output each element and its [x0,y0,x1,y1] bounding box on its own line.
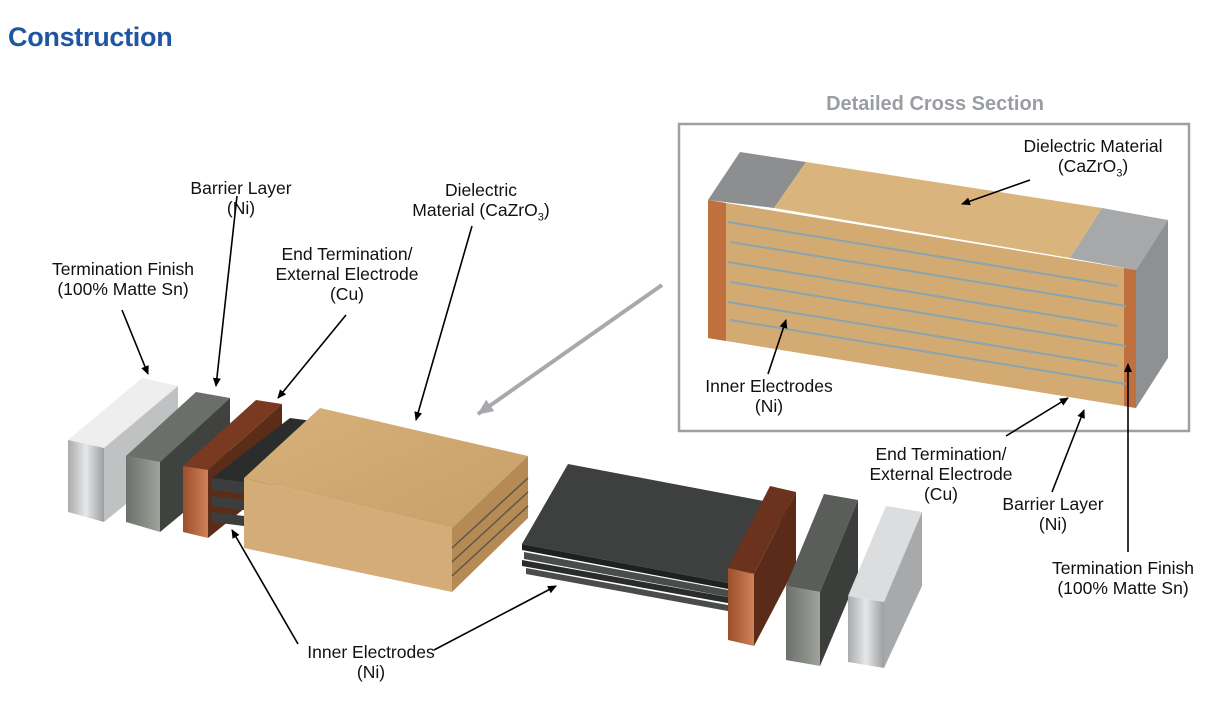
detail-capacitor [708,152,1168,408]
label-barrier-layer: Barrier Layer (Ni) [190,178,292,218]
detail-leader-dielectric [961,179,1031,206]
label-dielectric: Dielectric Material (CaZrO3) [412,180,550,224]
label-termination-finish: Termination Finish (100% Matte Sn) [52,259,194,299]
leader-term-finish [121,309,149,375]
page-title: Construction [8,22,173,52]
right-tin-cap [848,506,922,668]
right-electrode-plates [522,464,790,614]
detail-label-dielectric: Dielectric Material (CaZrO3) [1023,136,1163,180]
leader-barrier [212,195,238,387]
right-nickel-cap [786,494,858,666]
detail-label-barrier-layer: Barrier Layer (Ni) [1002,494,1104,534]
label-inner-electrodes: Inner Electrodes (Ni) [307,642,435,682]
detail-leader-barrier [1051,409,1085,493]
detail-label-inner-electrodes: Inner Electrodes (Ni) [705,376,833,416]
detail-label-termination-finish: Termination Finish (100% Matte Sn) [1052,558,1194,598]
leader-dielectric [414,225,473,421]
leader-end-term [277,314,347,399]
detail-leader-inner [767,319,788,375]
right-copper-cap [728,486,796,646]
leader-inner-right [433,585,557,651]
detail-pointer-arrow [476,283,664,416]
leader-inner-left [231,529,299,645]
detail-label-end-termination: End Termination/ External Electrode (Cu) [869,444,1013,504]
detail-leader-end-term [1005,397,1069,437]
label-end-termination: End Termination/ External Electrode (Cu) [275,244,419,304]
detail-title: Detailed Cross Section [826,93,1044,115]
dielectric-block [244,408,529,592]
